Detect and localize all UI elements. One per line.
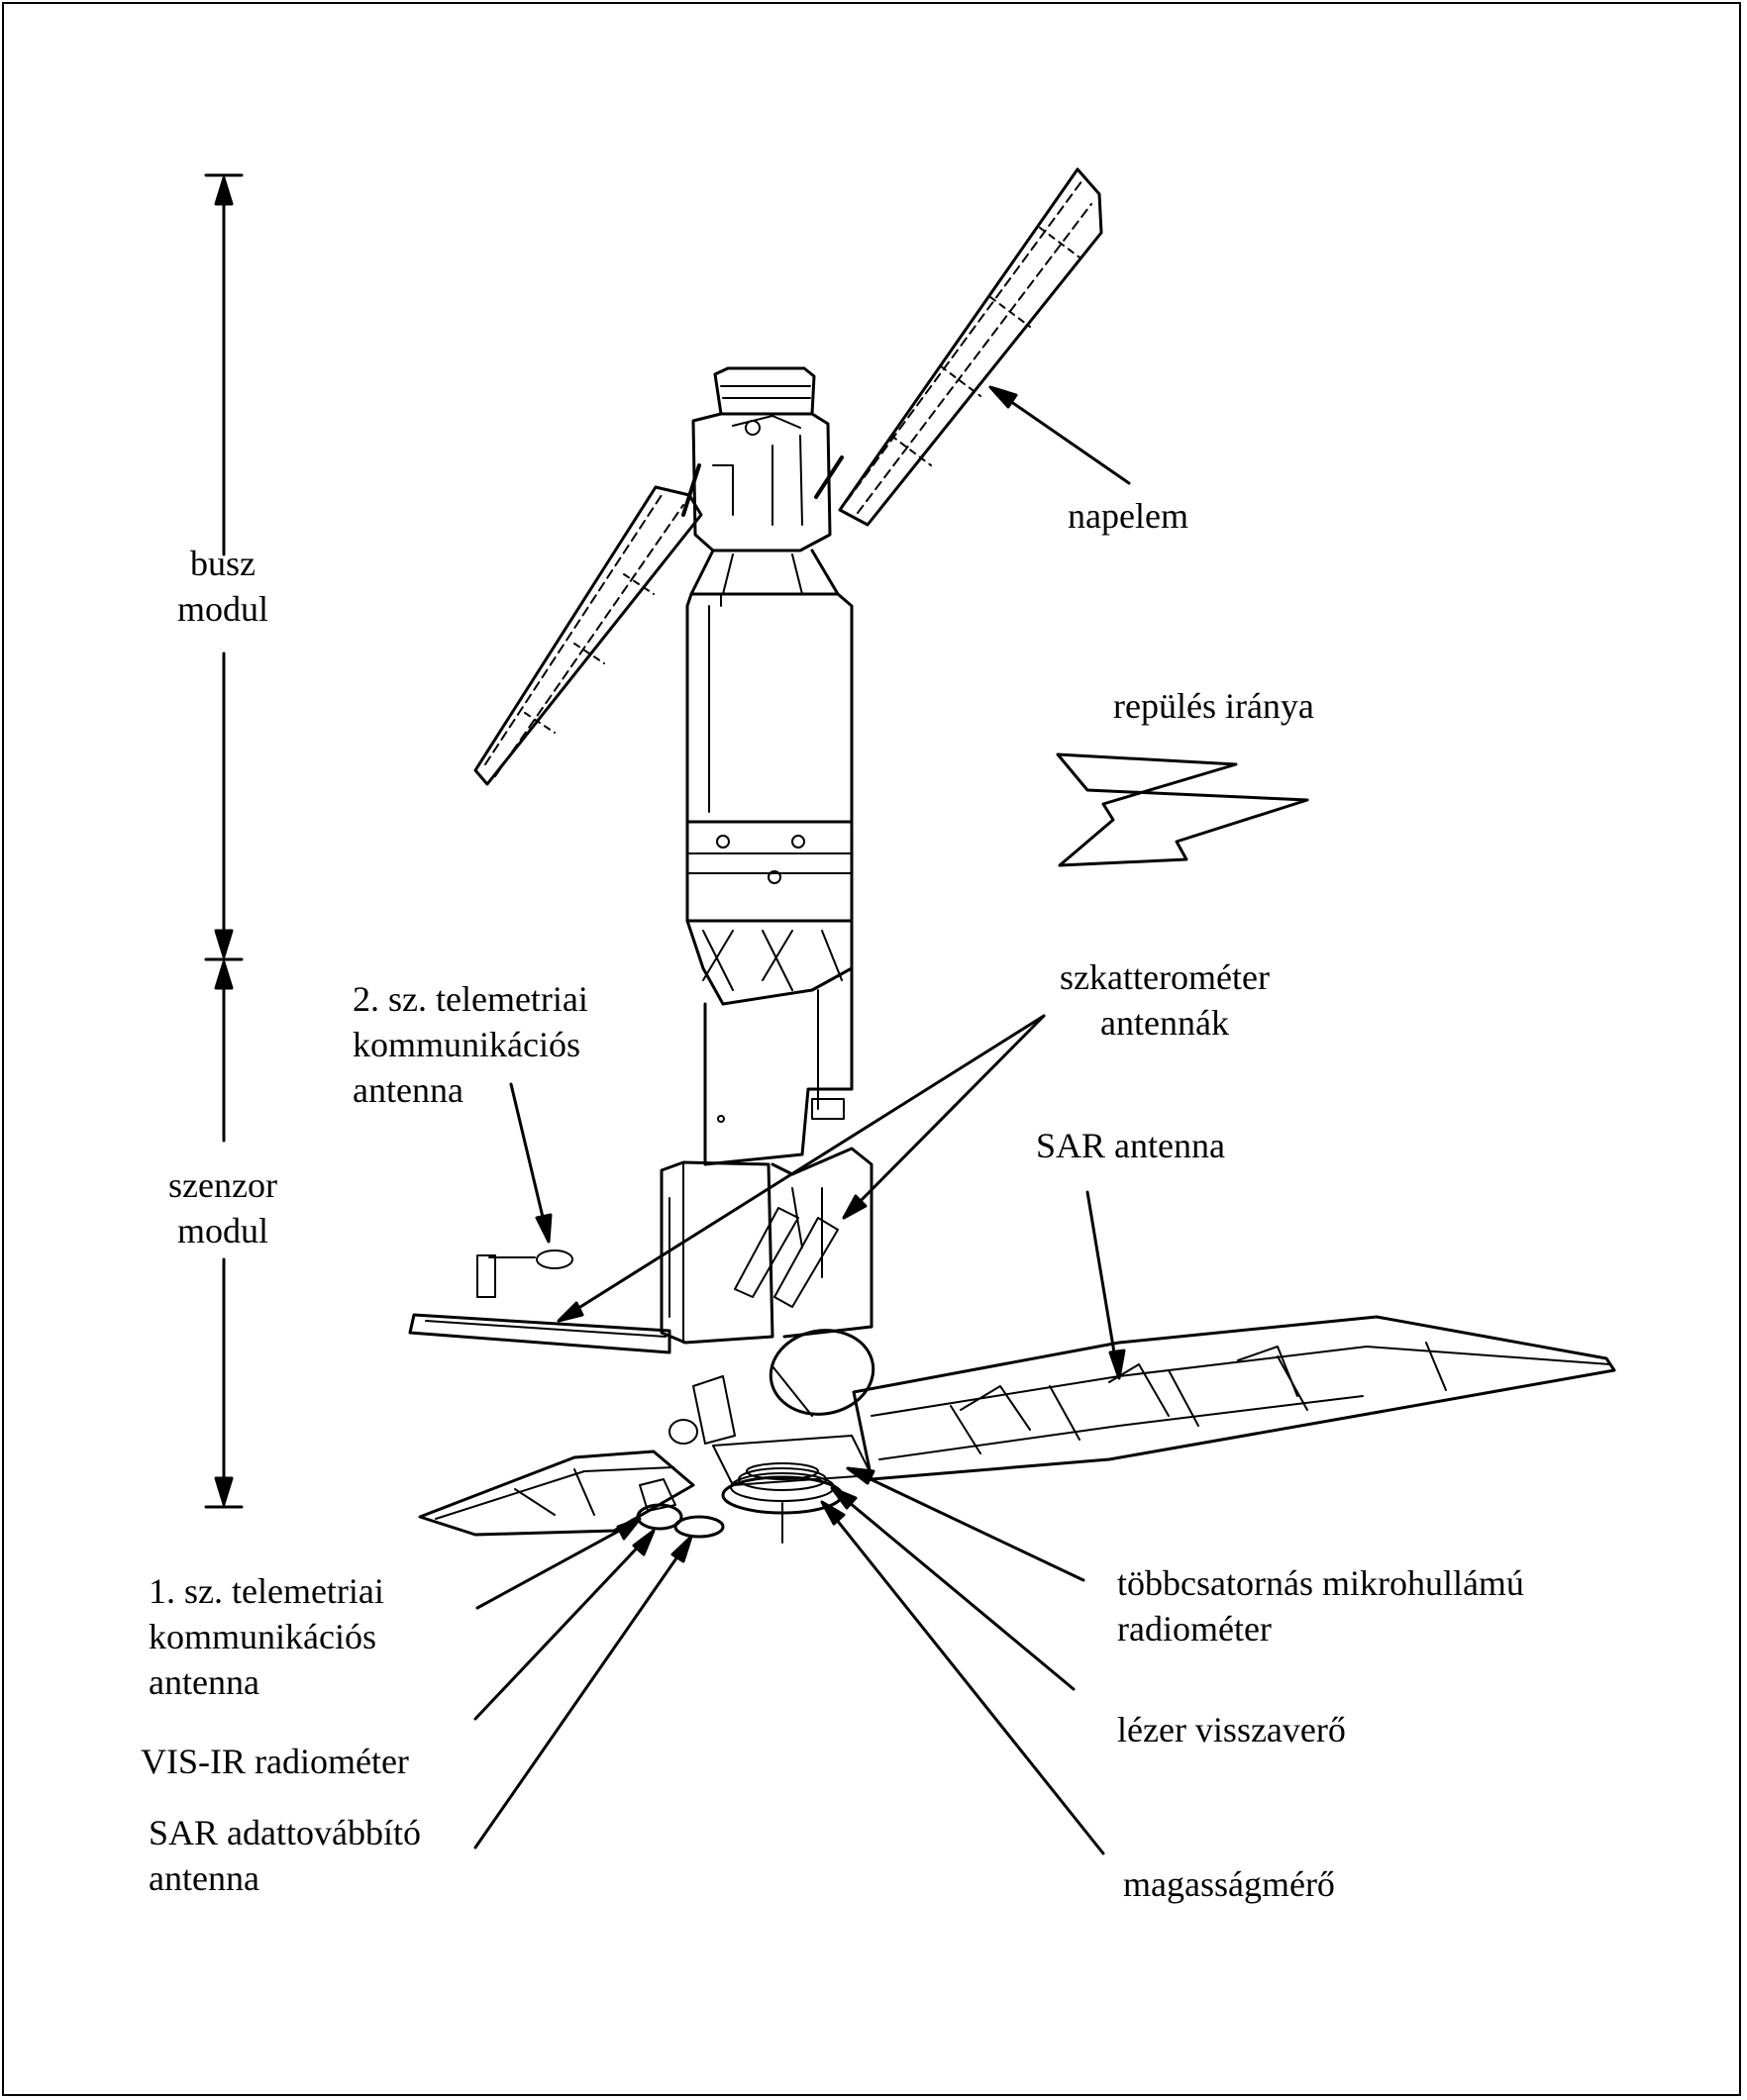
label-vis-ir: VIS-IR radiométer (141, 1739, 409, 1784)
label-line: antenna (353, 1070, 463, 1110)
label-line: SAR adattovábbító (149, 1813, 421, 1852)
flight-direction-arrow (1056, 752, 1309, 867)
label-line: 2. sz. telemetriai (353, 979, 588, 1019)
label-line: kommunikációs (149, 1617, 376, 1656)
label-line: 1. sz. telemetriai (149, 1571, 384, 1611)
label-line: kommunikációs (353, 1025, 580, 1064)
label-magassagmero: magasságmérő (1123, 1861, 1335, 1907)
sar-antenna-panels (418, 1315, 1616, 1537)
bus-module-body (685, 366, 854, 1006)
label-szenzor-modul: szenzor modul (139, 1162, 307, 1253)
label-line: modul (176, 1211, 268, 1250)
label-line: antennák (1100, 1003, 1229, 1043)
label-sar-adattovabbito: SAR adattovábbító antenna (149, 1810, 421, 1901)
lower-instrument-cluster (636, 1329, 875, 1544)
label-line: napelem (1068, 496, 1188, 536)
label-line: antenna (149, 1858, 259, 1898)
label-busz-modul: busz modul (149, 541, 297, 632)
label-napelem: napelem (1068, 493, 1188, 539)
label-line: SAR antenna (1036, 1126, 1225, 1165)
label-line: repülés iránya (1113, 686, 1314, 726)
label-line: busz (190, 544, 256, 583)
label-telemetria-1: 1. sz. telemetriai kommunikációs antenna (149, 1568, 384, 1705)
label-line: modul (176, 589, 268, 629)
module-dimension-lines (204, 173, 244, 1509)
label-sar-antenna: SAR antenna (1036, 1123, 1225, 1168)
label-repules-iranya: repülés iránya (1113, 683, 1314, 729)
label-line: többcsatornás mikrohullámú (1117, 1563, 1524, 1603)
label-telemetria-2: 2. sz. telemetriai kommunikációs antenna (353, 976, 588, 1113)
label-line: szkatterométer (1060, 957, 1270, 997)
label-szkatterometer: szkatterométer antennák (1036, 954, 1293, 1046)
label-line: radiométer (1117, 1609, 1272, 1649)
label-lezer: lézer visszaverő (1117, 1707, 1346, 1752)
label-line: szenzor (168, 1165, 277, 1205)
label-line: lézer visszaverő (1117, 1710, 1346, 1750)
sensor-module-body (408, 966, 874, 1354)
label-mikrohullamu: többcsatornás mikrohullámú radiométer (1117, 1560, 1524, 1651)
label-line: magasságmérő (1123, 1864, 1335, 1904)
solar-panel-upper-right (814, 167, 1103, 527)
label-line: antenna (149, 1662, 259, 1702)
label-line: VIS-IR radiométer (141, 1742, 409, 1781)
solar-panel-lower-left (473, 463, 703, 786)
leader-lines (473, 385, 1131, 1855)
